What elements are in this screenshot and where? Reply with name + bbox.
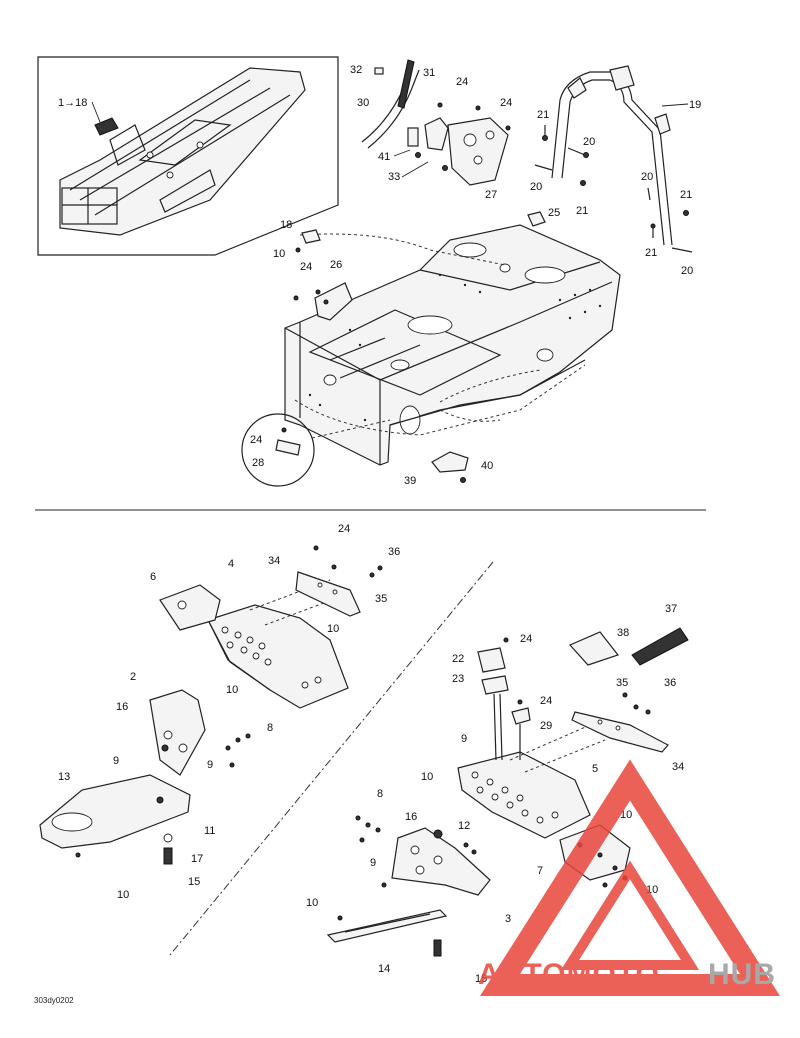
- callout-9d: 9: [370, 857, 376, 869]
- callout-1-18: 1→18: [58, 97, 87, 109]
- callout-11: 11: [204, 825, 215, 837]
- callout-2: 2: [130, 671, 136, 683]
- callout-13: 13: [58, 771, 70, 783]
- callout-10d: 10: [117, 889, 129, 901]
- frame-rivets: [308, 273, 602, 422]
- hose-30-31: [361, 59, 420, 149]
- diagonal-divider: [169, 561, 494, 956]
- callout-34b: 34: [672, 761, 684, 773]
- callout-12: 12: [458, 820, 470, 832]
- callout-15a: 15: [188, 876, 200, 888]
- callout-10b: 10: [327, 623, 339, 635]
- callout-36b: 36: [664, 677, 676, 689]
- callout-16b: 16: [405, 811, 417, 823]
- main-frame-chassis: [284, 224, 621, 466]
- callout-24d: 24: [250, 434, 262, 446]
- callout-21c: 21: [680, 189, 692, 201]
- callout-38: 38: [617, 627, 629, 639]
- bracket-39: [431, 451, 469, 483]
- bracket-3-16: [355, 815, 491, 896]
- callout-24a: 24: [456, 76, 468, 88]
- callout-39: 39: [404, 475, 416, 487]
- callout-31: 31: [423, 67, 435, 79]
- bolt-15-17: [163, 833, 173, 865]
- callout-29: 29: [540, 720, 552, 732]
- callout-9b: 9: [207, 759, 213, 771]
- callout-32: 32: [350, 64, 362, 76]
- linkage-22-23: [477, 637, 531, 761]
- footrest-5-assembly: [457, 724, 606, 839]
- watermark-text-automoto: AUTOMOTO: [478, 958, 660, 991]
- callout-22: 22: [452, 653, 464, 665]
- bracket-2-16: [149, 689, 251, 776]
- callout-16a: 16: [116, 701, 128, 713]
- callout-7: 7: [537, 865, 543, 877]
- callout-35a: 35: [375, 593, 387, 605]
- callout-17: 17: [191, 853, 203, 865]
- callout-20a: 20: [583, 136, 595, 148]
- callout-8a: 8: [267, 722, 273, 734]
- callout-20c: 20: [641, 171, 653, 183]
- fasteners-19: [534, 125, 693, 253]
- callout-35b: 35: [616, 677, 628, 689]
- callout-21b: 21: [576, 205, 588, 217]
- callout-21a: 21: [537, 109, 549, 121]
- callout-5: 5: [592, 763, 598, 775]
- callout-20b: 20: [530, 181, 542, 193]
- watermark-text-hub: HUB: [708, 958, 776, 991]
- automotohub-watermark-logo: AUTOMOTO HUB: [478, 759, 781, 996]
- callout-8b: 8: [377, 788, 383, 800]
- callout-24g: 24: [540, 695, 552, 707]
- rail-34-upper: [295, 545, 383, 617]
- callout-33: 33: [388, 171, 400, 183]
- callout-25: 25: [548, 207, 560, 219]
- callout-3: 3: [505, 913, 511, 925]
- detail-circle-28: [241, 413, 391, 487]
- skid-plate-13: [39, 774, 191, 858]
- callout-23: 23: [452, 673, 464, 685]
- callout-24c: 24: [300, 261, 312, 273]
- bracket-26: [293, 282, 353, 321]
- bracket-27: [407, 102, 511, 186]
- nut-25: [527, 211, 546, 227]
- callout-14: 14: [378, 963, 390, 975]
- callout-4: 4: [228, 558, 234, 570]
- skid-plate-14: [326, 909, 448, 957]
- inset-frame-overview: [37, 56, 339, 256]
- grab-bar-19: [551, 65, 673, 246]
- callout-9a: 9: [113, 755, 119, 767]
- callout-24b: 24: [500, 97, 512, 109]
- callout-10h: 10: [306, 897, 318, 909]
- callout-28: 28: [252, 457, 264, 469]
- callout-30: 30: [357, 97, 369, 109]
- callout-10e: 10: [421, 771, 433, 783]
- callout-10f: 10: [620, 809, 632, 821]
- callout-9c: 9: [461, 733, 467, 745]
- callout-41: 41: [378, 151, 390, 163]
- callout-36a: 36: [388, 546, 400, 558]
- callout-40: 40: [481, 460, 493, 472]
- clip-18: [295, 229, 321, 253]
- rail-34-lower: [571, 692, 669, 753]
- callout-18: 18: [280, 219, 292, 231]
- callout-27: 27: [485, 189, 497, 201]
- callout-15b: 15: [475, 973, 487, 985]
- callout-21d: 21: [645, 247, 657, 259]
- callout-19: 19: [689, 99, 701, 111]
- callout-20d: 20: [681, 265, 693, 277]
- callout-24e: 24: [338, 523, 350, 535]
- callout-10a: 10: [273, 248, 285, 260]
- callout-37: 37: [665, 603, 677, 615]
- callout-10c: 10: [226, 684, 238, 696]
- callout-26: 26: [330, 259, 342, 271]
- part-37-38: [568, 627, 689, 666]
- footrest-4-assembly: [159, 579, 349, 709]
- inset-frame-drawing: [59, 67, 306, 236]
- callout-24f: 24: [520, 633, 532, 645]
- callout-34a: 34: [268, 555, 280, 567]
- figure-code: 303dy0202: [34, 996, 74, 1005]
- callout-6: 6: [150, 571, 156, 583]
